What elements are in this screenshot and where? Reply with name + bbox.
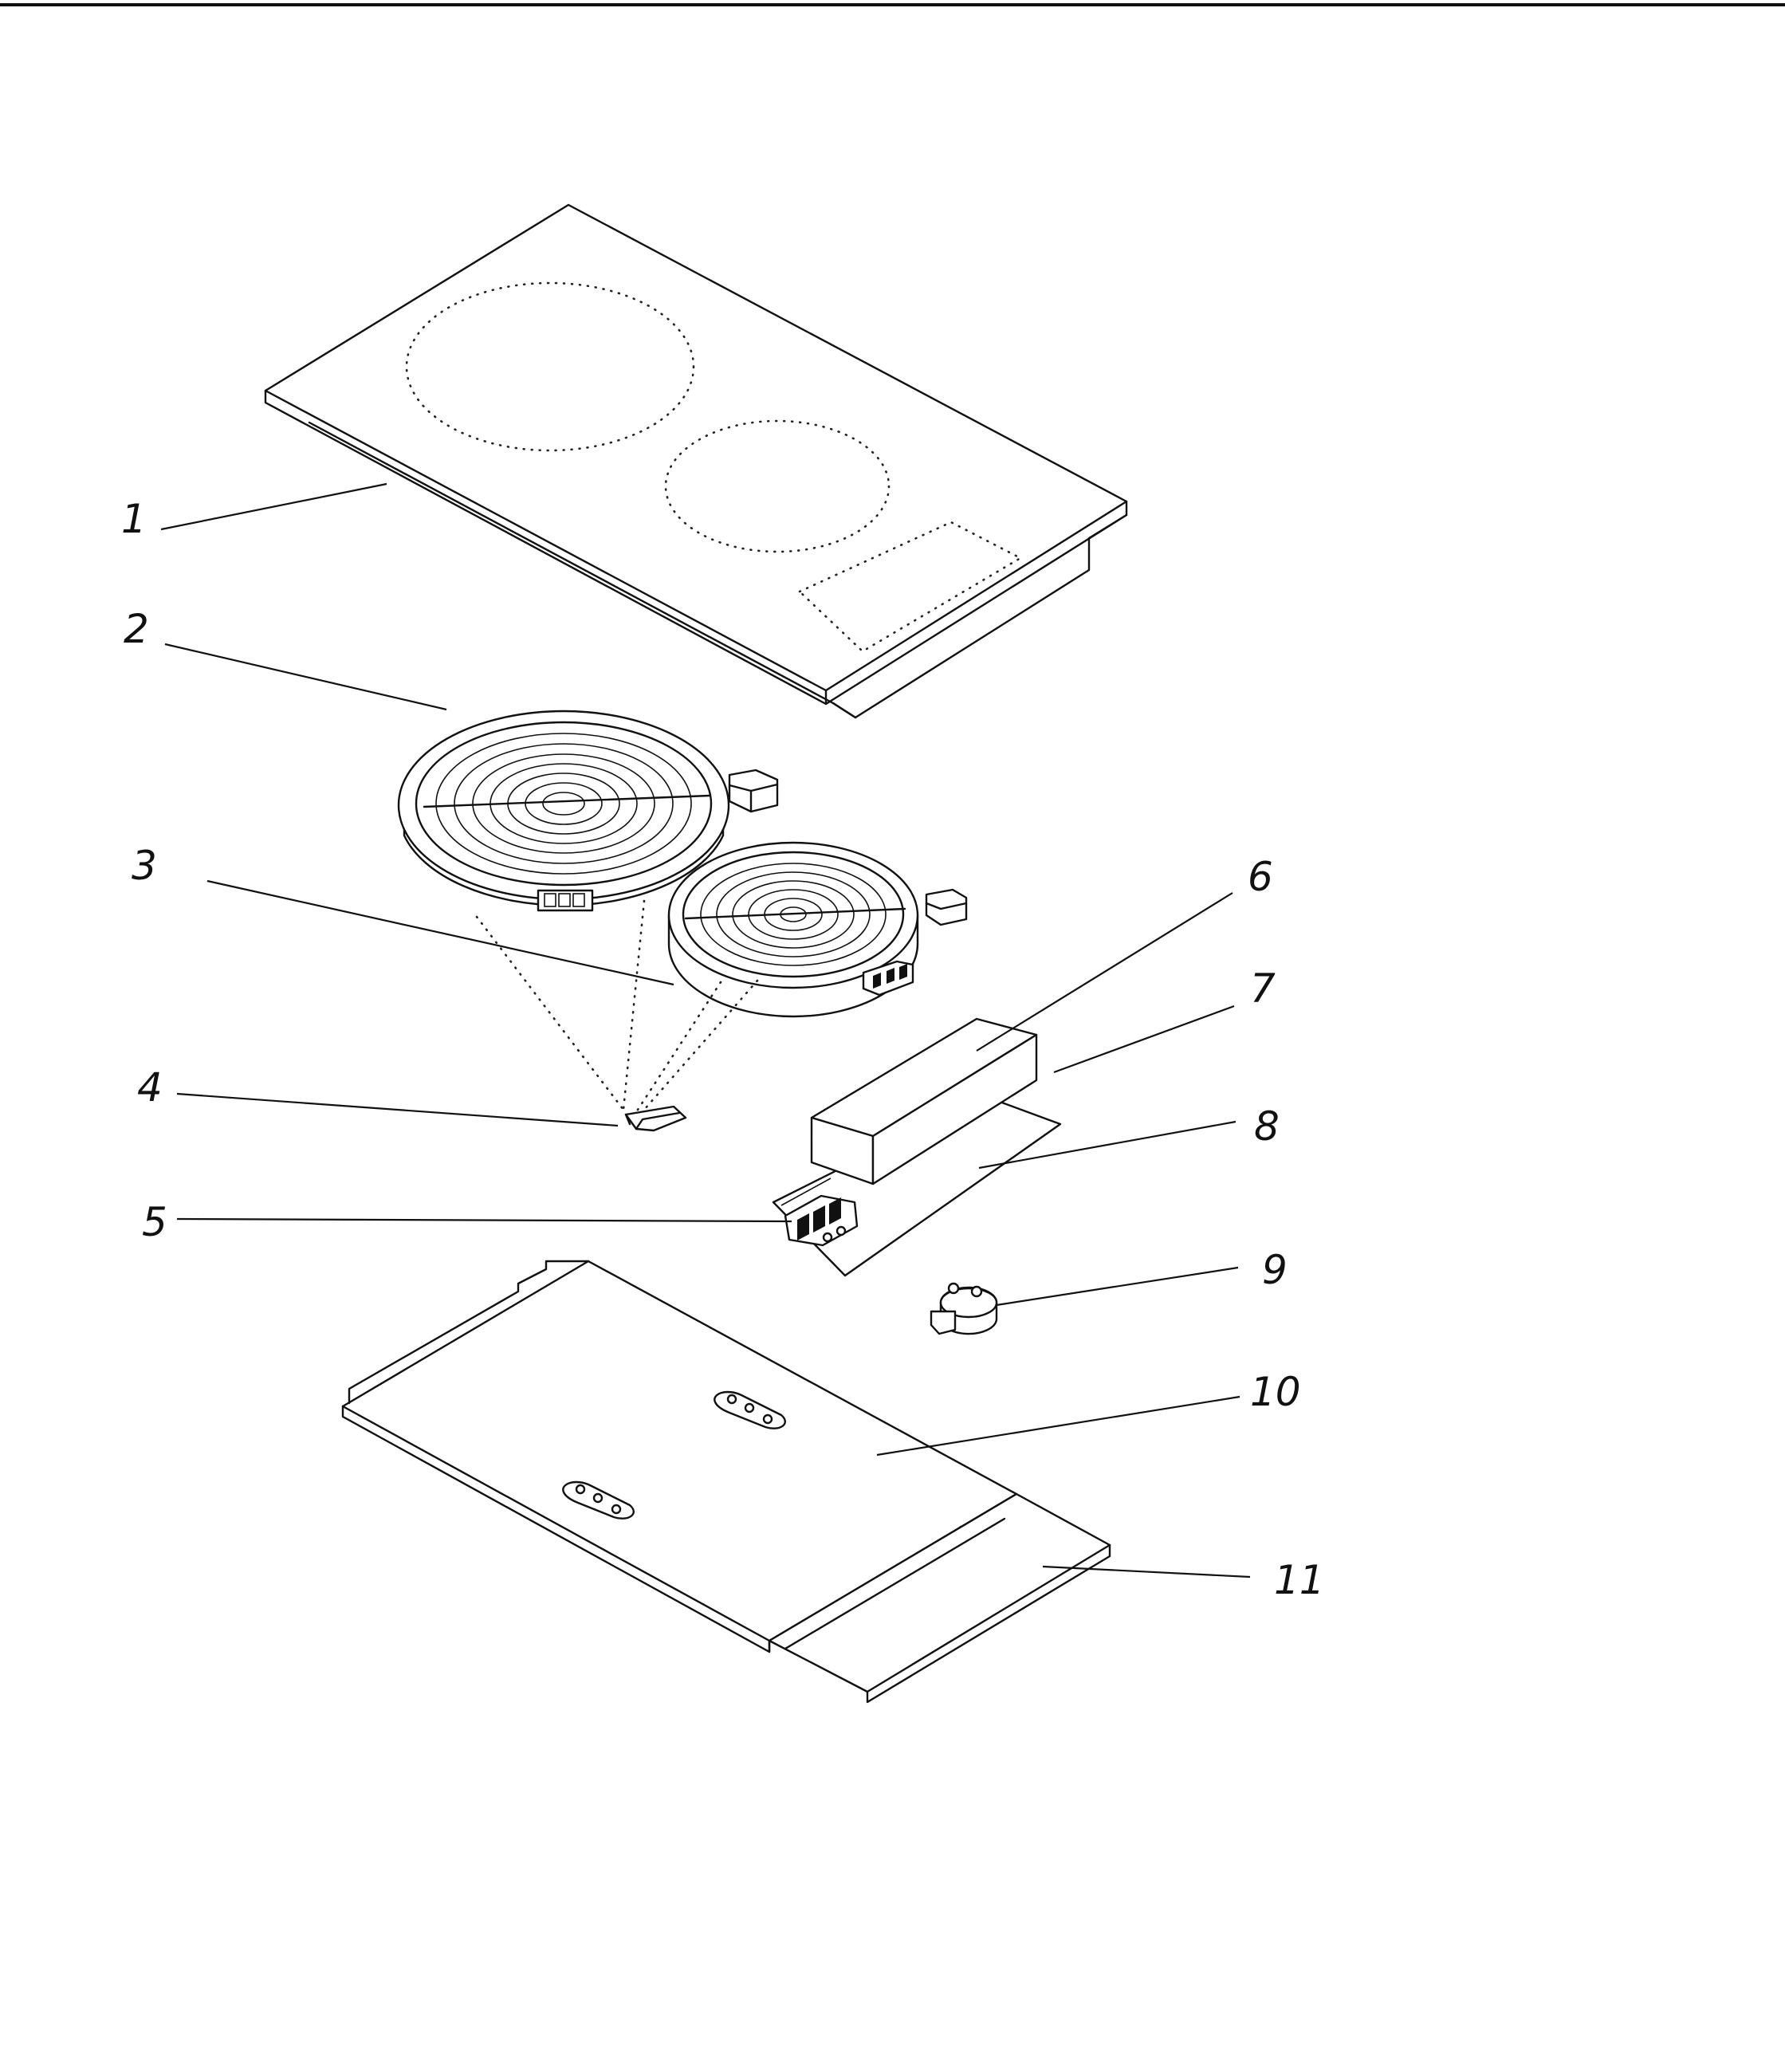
callout-labels: 1 2 3 4 5 6 7 8 9 10 11 — [121, 496, 1325, 1603]
callout-1: 1 — [121, 496, 147, 542]
leader-1 — [160, 482, 387, 531]
part-2-large-heating-element — [397, 710, 779, 912]
callout-4: 4 — [137, 1064, 163, 1111]
leader-7 — [1053, 1005, 1235, 1074]
part-3-small-heating-element — [667, 841, 968, 1018]
part-4-mounting-clip — [624, 1105, 687, 1132]
leader-9 — [996, 1266, 1239, 1307]
leader-3 — [206, 879, 674, 986]
callout-6: 6 — [1248, 854, 1273, 900]
callout-10: 10 — [1250, 1369, 1301, 1415]
callout-11: 11 — [1274, 1557, 1325, 1603]
projection-lines — [475, 899, 759, 1111]
part-9-thermal-switch — [930, 1282, 998, 1335]
leader-11 — [1042, 1565, 1251, 1579]
leader-2 — [164, 643, 447, 711]
callout-9: 9 — [1262, 1247, 1288, 1293]
callout-8: 8 — [1254, 1103, 1280, 1150]
leader-5 — [176, 1217, 792, 1223]
callout-5: 5 — [142, 1199, 167, 1245]
part-1-cooktop-glass — [264, 203, 1128, 719]
callout-3: 3 — [132, 843, 157, 889]
part-5-terminal-connector — [784, 1194, 859, 1247]
callout-7: 7 — [1250, 965, 1276, 1012]
leader-6 — [976, 892, 1233, 1052]
leader-lines — [160, 482, 1251, 1579]
leader-4 — [176, 1092, 619, 1127]
part-11-cover-flap — [768, 1492, 1111, 1704]
leader-8 — [978, 1120, 1237, 1170]
leader-10 — [876, 1395, 1240, 1457]
callout-2: 2 — [124, 606, 149, 652]
